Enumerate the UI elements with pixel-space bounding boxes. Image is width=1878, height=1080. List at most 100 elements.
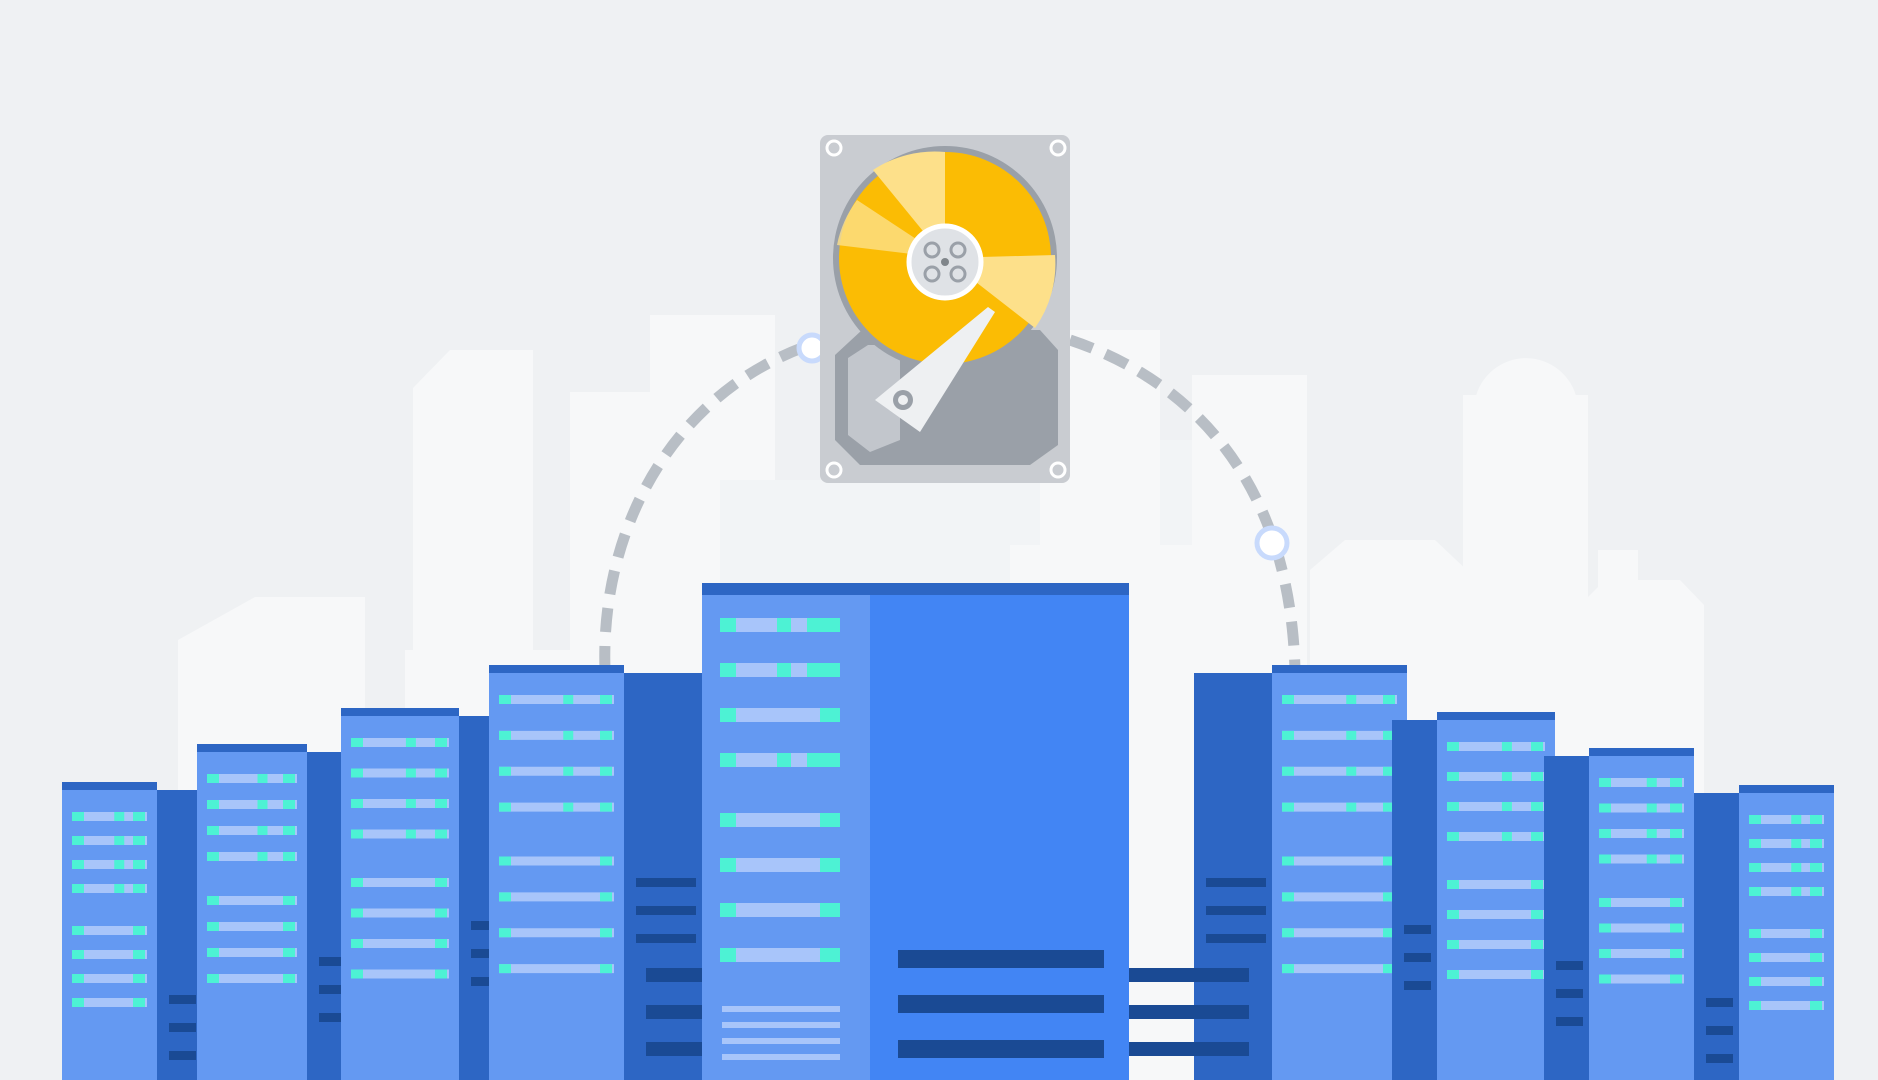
rack-slot-led — [820, 948, 840, 962]
rack-slot — [1599, 829, 1684, 838]
center-server-vent — [722, 1022, 840, 1028]
rack-slot — [1749, 839, 1824, 848]
rack-slot-led — [435, 768, 447, 778]
rack-slot — [499, 856, 614, 866]
rack-slot-led — [1531, 802, 1543, 811]
rack-slot — [1599, 898, 1684, 907]
rack-slot-led — [1791, 839, 1802, 848]
rack-side-slot — [1206, 878, 1266, 887]
rack-slot-led — [499, 892, 511, 902]
rack-slot — [207, 896, 297, 905]
rack-slot-led — [1282, 856, 1294, 866]
rack-side-slot — [636, 906, 696, 915]
rack-slot-led — [207, 852, 219, 861]
rack-slot-led — [1531, 970, 1543, 979]
rack-slot-led — [1501, 742, 1512, 751]
rack-slot — [1447, 832, 1545, 841]
rack-slot-led — [1447, 910, 1459, 919]
rack-slot-led — [1810, 815, 1822, 824]
rack-slot-led — [133, 926, 145, 935]
rack-slot-led — [1282, 964, 1294, 974]
rack-slot-led — [499, 730, 511, 740]
rack-slot-led — [405, 829, 416, 839]
rack-slot — [207, 852, 297, 861]
rack-slot-led — [563, 695, 574, 704]
rack-side-slot — [471, 977, 498, 986]
rack-top — [62, 782, 157, 790]
rack-side — [1392, 720, 1437, 1080]
rack-slot-led — [1346, 802, 1357, 812]
rack-side-slot — [319, 985, 346, 994]
rack-slot — [1282, 856, 1397, 866]
rack-slot — [351, 738, 449, 747]
rack-slot-led — [1810, 863, 1822, 872]
rack-slot-led — [283, 922, 295, 931]
rack-slot-led — [499, 856, 511, 866]
rack-slot — [1749, 887, 1824, 896]
rack-slot-led — [1670, 974, 1682, 984]
rack-slot — [1599, 778, 1684, 787]
rack-slot-led — [283, 774, 295, 783]
rack-slot-led — [283, 826, 295, 835]
rack-slot — [351, 829, 449, 839]
rack-slot-led — [257, 826, 268, 835]
rack-slot-led — [1383, 964, 1395, 974]
rack-slot-led — [1749, 839, 1761, 848]
rack-slot-led — [72, 950, 84, 959]
rack-slot-led — [499, 695, 511, 704]
rack-slot-led — [72, 884, 84, 893]
center-server-slot — [720, 708, 840, 722]
rack-slot-led — [1749, 929, 1761, 938]
rack-side-slot — [1404, 953, 1431, 962]
rack-slot-led — [435, 878, 447, 887]
rack-slot — [207, 974, 297, 983]
rack-slot-led — [283, 852, 295, 861]
rack-link — [646, 968, 702, 982]
rack-slot — [499, 766, 614, 776]
rack-side-slot — [1206, 934, 1266, 943]
rack-top — [489, 665, 624, 673]
rack-slot — [1447, 772, 1545, 781]
center-server-slot — [720, 858, 840, 872]
rack-slot — [1282, 695, 1397, 704]
rack-slot — [499, 695, 614, 704]
rack-slot — [351, 768, 449, 778]
rack-slot-led — [499, 766, 511, 776]
rack-side-slot — [169, 1051, 196, 1060]
rack-slot-led — [600, 892, 612, 902]
rack-slot-led — [351, 738, 363, 747]
rack-side-slot — [319, 1013, 346, 1022]
center-server-front — [702, 583, 870, 1080]
rack-slot-led — [1447, 940, 1459, 949]
rack-slot-led — [820, 858, 840, 872]
rack-slot-led — [600, 766, 612, 776]
rack-slot-led — [1670, 898, 1682, 907]
rack-slot — [351, 908, 449, 918]
rack-slot-led — [1670, 803, 1682, 813]
rack-slot — [1749, 953, 1824, 962]
rack-slot — [72, 812, 147, 821]
rack-slot-led — [600, 730, 612, 740]
rack-slot — [499, 892, 614, 902]
rack-slot-led — [72, 836, 84, 845]
rack-slot-led — [207, 974, 219, 983]
rack-top — [197, 744, 307, 752]
rack-slot — [1599, 923, 1684, 933]
rack-slot-led — [820, 813, 840, 827]
rack-slot — [1282, 730, 1397, 740]
rack-side-slot — [1706, 998, 1733, 1007]
rack-slot-led — [499, 802, 511, 812]
rack-slot-led — [777, 663, 791, 677]
rack-slot-led — [133, 884, 145, 893]
rack-side-slot — [169, 1023, 196, 1032]
rack-slot-led — [351, 878, 363, 887]
rack-slot-led — [1749, 863, 1761, 872]
rack-slot-led — [1447, 742, 1459, 751]
rack-slot-led — [600, 802, 612, 812]
rack-slot-led — [1501, 802, 1512, 811]
rack-slot — [207, 922, 297, 931]
rack-slot — [1599, 803, 1684, 813]
rack-slot-led — [600, 928, 612, 938]
rack-slot-led — [257, 800, 268, 809]
